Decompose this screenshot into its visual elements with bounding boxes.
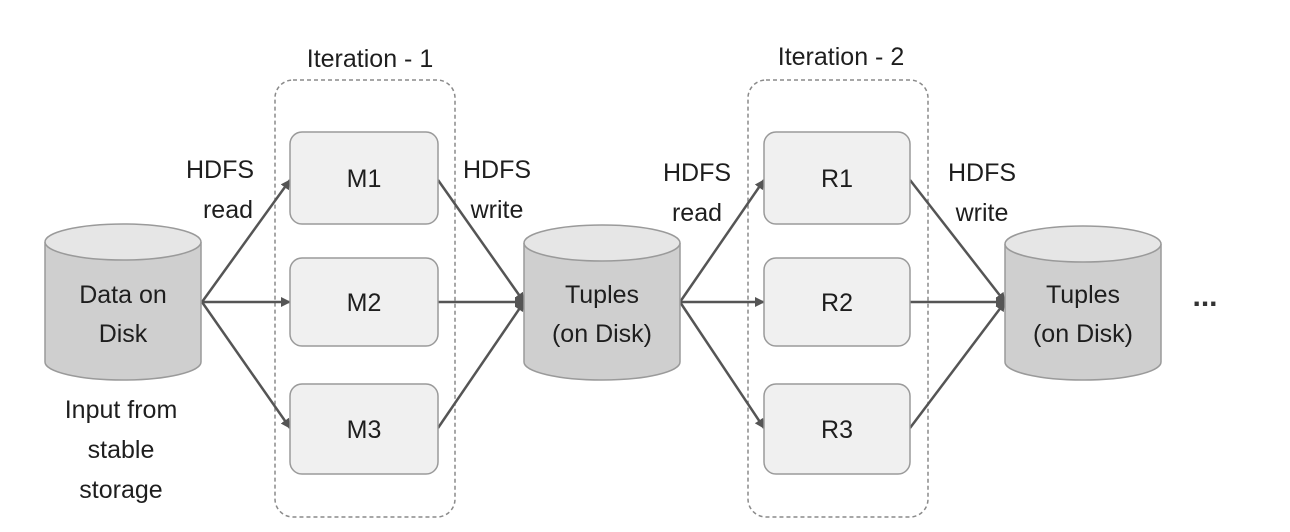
- svg-text:write: write: [470, 196, 524, 224]
- arrows-hdfs-write-1: [436, 179, 526, 429]
- arrows-hdfs-write-2: [909, 179, 1006, 429]
- arrow-label-hdfs-read-1: HDFS read: [186, 156, 254, 224]
- svg-text:HDFS: HDFS: [663, 159, 731, 187]
- svg-text:R2: R2: [821, 289, 853, 317]
- iteration-2-title: Iteration - 2: [778, 43, 904, 71]
- arrow-label-hdfs-write-2: HDFS write: [948, 159, 1016, 227]
- map-box-m2: M2: [289, 257, 439, 347]
- svg-text:Data on: Data on: [79, 281, 167, 309]
- svg-text:read: read: [672, 199, 722, 227]
- svg-text:R3: R3: [821, 416, 853, 444]
- svg-text:read: read: [203, 196, 253, 224]
- svg-text:HDFS: HDFS: [186, 156, 254, 184]
- iteration-2-container: [747, 79, 929, 518]
- reduce-box-r1: R1: [763, 131, 911, 225]
- svg-text:Input from: Input from: [65, 396, 178, 424]
- storage-cylinder-tuples-1: Tuples (on Disk): [523, 224, 681, 381]
- iteration-1-title: Iteration - 1: [307, 45, 433, 73]
- svg-text:M2: M2: [347, 289, 382, 317]
- svg-text:Tuples: Tuples: [565, 281, 639, 309]
- svg-text:(on Disk): (on Disk): [1033, 320, 1133, 348]
- svg-text:M3: M3: [347, 416, 382, 444]
- reduce-box-r2: R2: [763, 257, 911, 347]
- map-box-m3: M3: [289, 383, 439, 475]
- svg-text:(on Disk): (on Disk): [552, 320, 652, 348]
- svg-text:Tuples: Tuples: [1046, 281, 1120, 309]
- arrows-hdfs-read-2: [678, 179, 766, 429]
- svg-text:write: write: [955, 199, 1009, 227]
- iteration-1-container: [274, 79, 456, 518]
- svg-text:M1: M1: [347, 165, 382, 193]
- input-caption: Input from stable storage: [65, 396, 178, 504]
- svg-text:R1: R1: [821, 165, 853, 193]
- arrow-label-hdfs-read-2: HDFS read: [663, 159, 731, 227]
- map-box-m1: M1: [289, 131, 439, 225]
- svg-text:Disk: Disk: [99, 320, 148, 348]
- svg-text:HDFS: HDFS: [948, 159, 1016, 187]
- svg-text:stable: stable: [88, 436, 155, 464]
- continuation-ellipsis: ...: [1192, 280, 1217, 313]
- svg-text:HDFS: HDFS: [463, 156, 531, 184]
- arrows-hdfs-read-1: [200, 179, 292, 429]
- reduce-box-r3: R3: [763, 383, 911, 475]
- storage-cylinder-tuples-2: Tuples (on Disk): [1004, 225, 1162, 381]
- storage-cylinder-data-on-disk: Data on Disk: [44, 223, 202, 381]
- arrow-label-hdfs-write-1: HDFS write: [463, 156, 531, 224]
- svg-text:storage: storage: [79, 476, 162, 504]
